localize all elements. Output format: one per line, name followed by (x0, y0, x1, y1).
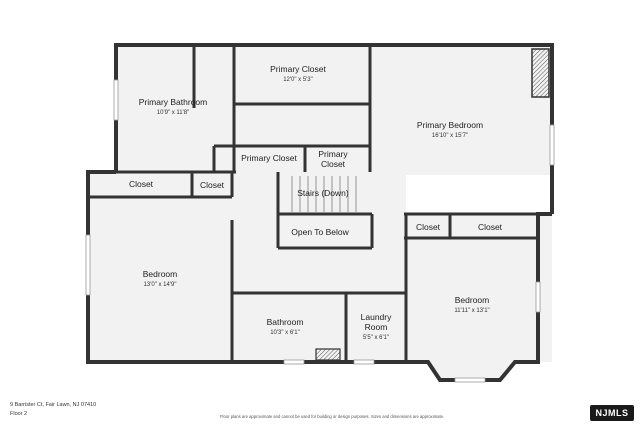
address-text: 9 Barrister Ct, Fair Lawn, NJ 07410 (10, 402, 97, 408)
dim-primary-bathroom: 10'9" x 11'8" (157, 110, 189, 116)
dim-primary-bedroom: 16'10" x 15'7" (432, 133, 468, 139)
label-laundry-1: Laundry (361, 312, 392, 322)
label-primary-closet-top: Primary Closet (270, 64, 326, 74)
stairs-treads (291, 176, 357, 212)
dim-bathroom: 10'3" x 6'1" (270, 330, 300, 336)
dim-bedroom-right: 11'11" x 13'1" (454, 308, 489, 314)
label-closet-right-small: Closet (416, 222, 441, 232)
dim-bedroom-left: 13'0" x 14'9" (144, 282, 177, 288)
windows (85, 79, 555, 383)
label-primary-closet-small-2: Closet (321, 159, 346, 169)
label-primary-bedroom: Primary Bedroom (417, 120, 483, 130)
label-open-to-below: Open To Below (291, 227, 349, 237)
label-laundry-2: Room (365, 322, 388, 332)
label-closet-right: Closet (478, 222, 503, 232)
disclaimer-text: Floor plans are approximate and cannot b… (220, 414, 445, 419)
floor-area (88, 45, 552, 380)
label-closet-left-small: Closet (200, 180, 225, 190)
label-bathroom: Bathroom (267, 317, 304, 327)
njmls-logo: NJMLS (590, 405, 634, 421)
floor-label: Floor 2 (10, 411, 28, 417)
label-primary-bathroom: Primary Bathroom (139, 97, 208, 107)
label-primary-closet-mid: Primary Closet (241, 153, 297, 163)
vent-hatch (315, 348, 341, 361)
interior-walls (88, 45, 552, 362)
dim-primary-closet-top: 12'0" x 5'3" (283, 77, 313, 83)
chimney-hatch (531, 48, 550, 98)
room-labels: Primary Bathroom 10'9" x 11'8" Primary C… (129, 64, 503, 341)
label-primary-closet-small-1: Primary (318, 149, 348, 159)
label-bedroom-left: Bedroom (143, 269, 178, 279)
dim-laundry: 5'5" x 6'1" (363, 335, 389, 341)
label-bedroom-right: Bedroom (455, 295, 490, 305)
label-stairs: Stairs (Down) (297, 188, 349, 198)
label-closet-left: Closet (129, 179, 154, 189)
